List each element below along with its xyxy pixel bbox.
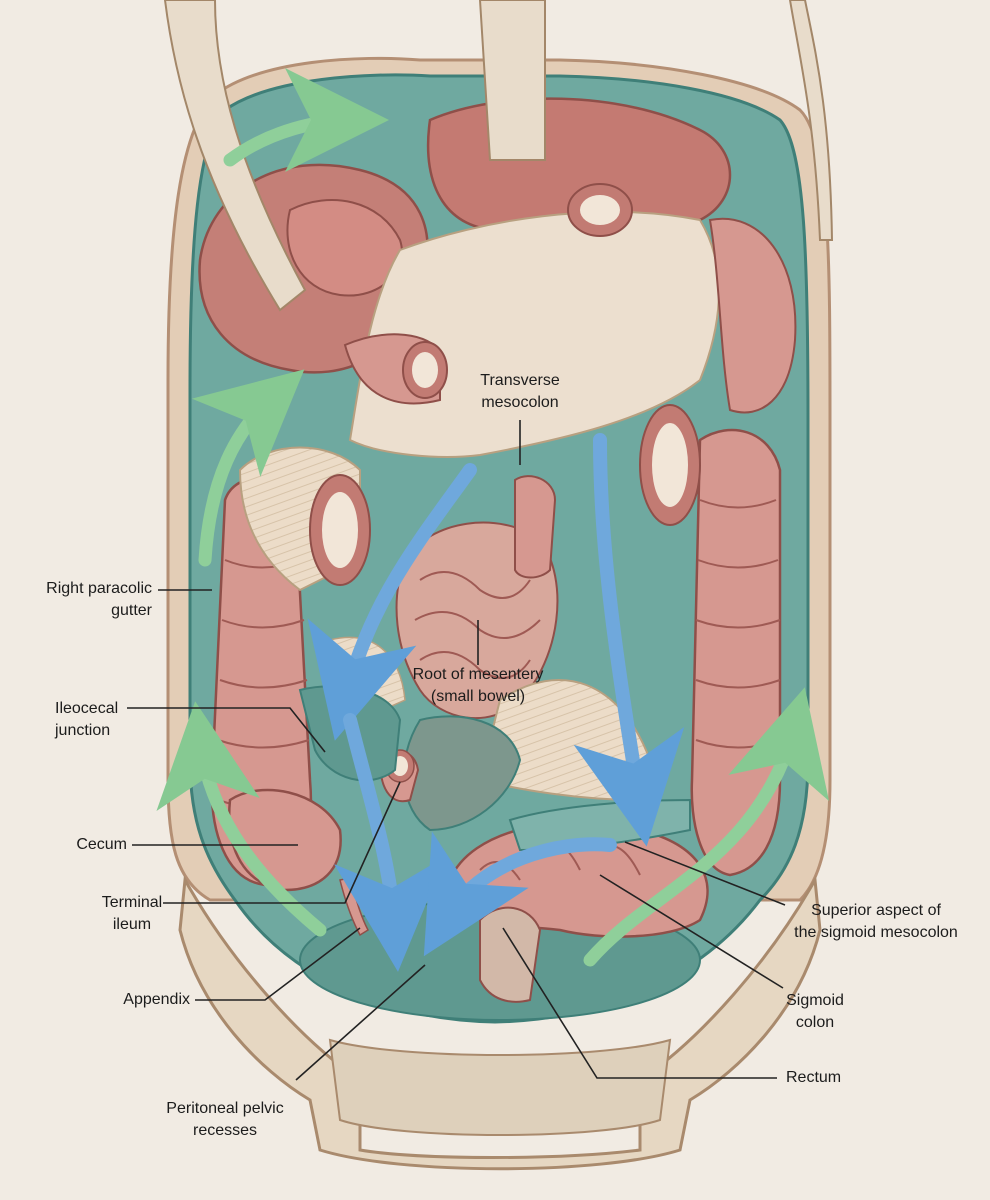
leader-appendix [195, 927, 361, 1001]
drain-tube-center [478, 0, 546, 161]
label-ileocecal-junction: Ileocecal junction [55, 700, 119, 739]
label-rectum: Rectum [786, 1069, 842, 1086]
flow-arrow-green-3 [156, 701, 327, 937]
leader-rectum [502, 927, 777, 1079]
flow-arrow-green-2 [191, 369, 305, 567]
label-cecum: Cecum [76, 836, 127, 853]
rectum-shape [479, 906, 542, 1003]
label-terminal-ileum: Terminal ileum [101, 894, 163, 933]
flow-arrow-blue-4 [423, 831, 617, 957]
label-transverse-mesocolon: Transverse mesocolon [480, 372, 560, 411]
flow-arrow-green-4 [583, 687, 829, 967]
leader-terminal-ileum [163, 781, 401, 904]
leader-ileocecal-junction [127, 707, 326, 753]
label-root-of-mesentery: Root of mesentery (small bowel) [412, 666, 544, 705]
label-superior-sigmoid-mesocolon: Superior aspect of the sigmoid mesocolon [794, 902, 958, 941]
label-appendix: Appendix [123, 991, 190, 1008]
flow-arrow-green-1 [223, 68, 389, 173]
flow-arrow-blue-3 [573, 433, 685, 847]
label-sigmoid-colon: Sigmoid colon [786, 992, 844, 1031]
leader-superior-sigmoid-mesocolon [624, 841, 786, 906]
flow-arrow-blue-1 [307, 463, 477, 741]
sacrum [328, 1038, 672, 1136]
label-peritoneal-pelvic-recesses: Peritoneal pelvic recesses [166, 1100, 284, 1139]
drain-tube-right [788, 0, 834, 241]
label-right-paracolic-gutter: Right paracolic gutter [46, 580, 152, 619]
leader-sigmoid-colon [599, 874, 784, 989]
leader-peritoneal-pelvic-recesses [295, 964, 426, 1081]
descending-colon [690, 428, 782, 877]
